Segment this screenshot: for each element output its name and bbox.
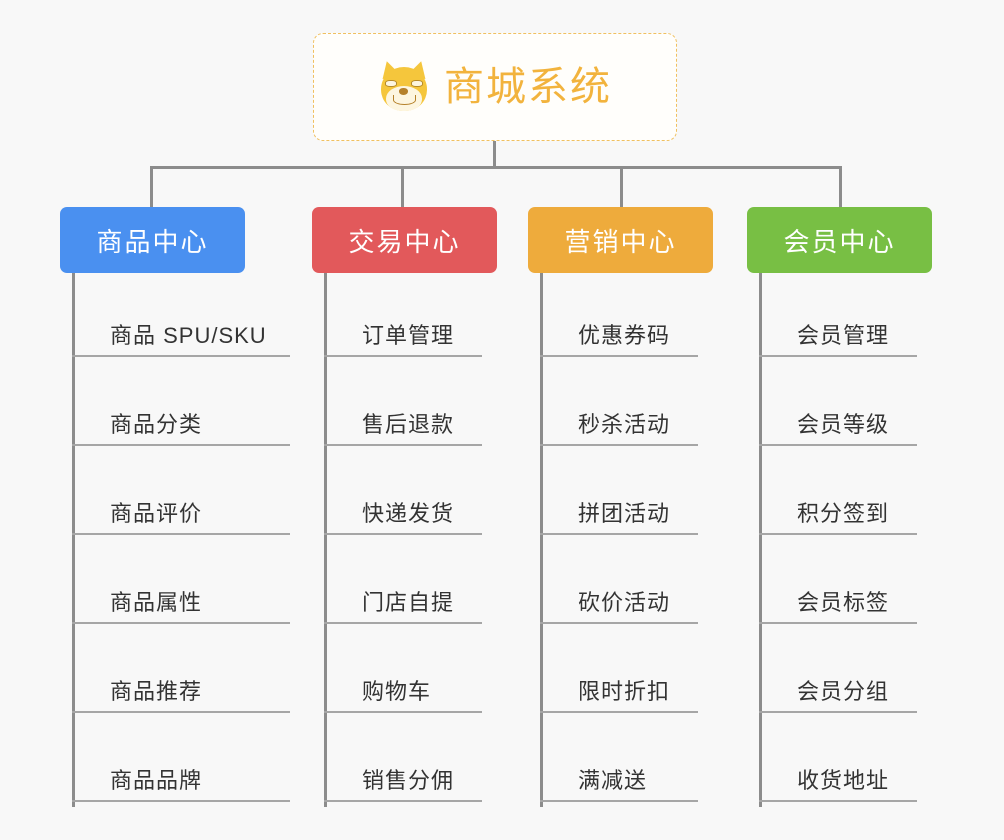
leaf-item-underline xyxy=(324,800,482,802)
leaf-item[interactable]: 快递发货 xyxy=(324,451,584,540)
leaf-list-product-center: 商品 SPU/SKU 商品分类商品评价商品属性商品推荐商品品牌 xyxy=(72,273,332,807)
leaf-list-marketing-center: 优惠券码秒杀活动拼团活动砍价活动限时折扣满减送 xyxy=(540,273,800,807)
leaf-item-label: 会员分组 xyxy=(797,679,890,704)
leaf-item-underline xyxy=(324,533,482,535)
connector-horizontal-bar xyxy=(150,166,842,169)
leaf-item-underline xyxy=(72,533,290,535)
connector-drop-2 xyxy=(401,166,404,208)
leaf-item[interactable]: 会员管理 xyxy=(759,273,1004,362)
leaf-item-underline xyxy=(759,800,917,802)
leaf-item-underline xyxy=(72,711,290,713)
connector-rail-1 xyxy=(72,273,75,807)
leaf-item-underline xyxy=(759,355,917,357)
category-header-trade-center[interactable]: 交易中心 xyxy=(312,207,497,273)
category-header-marketing-center[interactable]: 营销中心 xyxy=(528,207,713,273)
leaf-item[interactable]: 积分签到 xyxy=(759,451,1004,540)
leaf-item[interactable]: 商品品牌 xyxy=(72,718,332,807)
root-title: 商城系统 xyxy=(444,65,612,109)
leaf-item[interactable]: 商品评价 xyxy=(72,451,332,540)
leaf-item-label: 优惠券码 xyxy=(578,323,671,348)
leaf-item-underline xyxy=(540,622,698,624)
shiba-dog-icon xyxy=(378,58,430,113)
leaf-item-underline xyxy=(72,622,290,624)
leaf-item[interactable]: 会员分组 xyxy=(759,629,1004,718)
leaf-item[interactable]: 会员等级 xyxy=(759,362,1004,451)
leaf-item[interactable]: 砍价活动 xyxy=(540,540,800,629)
leaf-item-label: 快递发货 xyxy=(362,501,455,526)
leaf-item-label: 门店自提 xyxy=(362,590,455,615)
leaf-item-underline xyxy=(72,800,290,802)
leaf-item-underline xyxy=(324,355,482,357)
leaf-item[interactable]: 秒杀活动 xyxy=(540,362,800,451)
leaf-item[interactable]: 拼团活动 xyxy=(540,451,800,540)
leaf-item-label: 收货地址 xyxy=(797,768,890,793)
leaf-item[interactable]: 会员标签 xyxy=(759,540,1004,629)
leaf-item[interactable]: 购物车 xyxy=(324,629,584,718)
leaf-item[interactable]: 商品推荐 xyxy=(72,629,332,718)
leaf-item-underline xyxy=(759,711,917,713)
leaf-item-label: 售后退款 xyxy=(362,412,455,437)
leaf-item[interactable]: 限时折扣 xyxy=(540,629,800,718)
branch-column-trade-center: 交易中心 订单管理售后退款快递发货门店自提购物车销售分佣 xyxy=(312,207,497,807)
leaf-list-trade-center: 订单管理售后退款快递发货门店自提购物车销售分佣 xyxy=(324,273,584,807)
connector-drop-1 xyxy=(150,166,153,208)
category-header-member-center[interactable]: 会员中心 xyxy=(747,207,932,273)
leaf-item-label: 会员标签 xyxy=(797,590,890,615)
leaf-item-label: 会员等级 xyxy=(797,412,890,437)
leaf-item-underline xyxy=(540,800,698,802)
connector-drop-3 xyxy=(620,166,623,208)
leaf-item-label: 商品评价 xyxy=(110,501,203,526)
leaf-item-underline xyxy=(540,444,698,446)
leaf-item[interactable]: 商品属性 xyxy=(72,540,332,629)
leaf-item-underline xyxy=(324,622,482,624)
connector-rail-3 xyxy=(540,273,543,807)
leaf-item[interactable]: 满减送 xyxy=(540,718,800,807)
leaf-item[interactable]: 销售分佣 xyxy=(324,718,584,807)
branch-column-marketing-center: 营销中心 优惠券码秒杀活动拼团活动砍价活动限时折扣满减送 xyxy=(528,207,713,807)
leaf-item[interactable]: 优惠券码 xyxy=(540,273,800,362)
leaf-list-member-center: 会员管理会员等级积分签到会员标签会员分组收货地址 xyxy=(759,273,1004,807)
leaf-item-underline xyxy=(759,622,917,624)
leaf-item-underline xyxy=(759,444,917,446)
leaf-item-underline xyxy=(540,355,698,357)
leaf-item-underline xyxy=(540,711,698,713)
leaf-item[interactable]: 商品分类 xyxy=(72,362,332,451)
leaf-item-label: 商品品牌 xyxy=(110,768,203,793)
root-node-shop-system[interactable]: 商城系统 xyxy=(313,33,677,141)
leaf-item-underline xyxy=(72,444,290,446)
leaf-item-label: 销售分佣 xyxy=(362,768,455,793)
leaf-item[interactable]: 售后退款 xyxy=(324,362,584,451)
leaf-item[interactable]: 门店自提 xyxy=(324,540,584,629)
branch-column-member-center: 会员中心 会员管理会员等级积分签到会员标签会员分组收货地址 xyxy=(747,207,932,807)
leaf-item-label: 拼团活动 xyxy=(578,501,671,526)
leaf-item[interactable]: 商品 SPU/SKU xyxy=(72,273,332,362)
leaf-item-label: 会员管理 xyxy=(797,323,890,348)
leaf-item-underline xyxy=(540,533,698,535)
connector-drop-4 xyxy=(839,166,842,208)
leaf-item-label: 限时折扣 xyxy=(578,679,671,704)
leaf-item[interactable]: 收货地址 xyxy=(759,718,1004,807)
connector-rail-2 xyxy=(324,273,327,807)
leaf-item-label: 砍价活动 xyxy=(578,590,671,615)
leaf-item-label: 商品推荐 xyxy=(110,679,203,704)
leaf-item-label: 满减送 xyxy=(578,768,648,793)
category-header-product-center[interactable]: 商品中心 xyxy=(60,207,245,273)
leaf-item-label: 商品属性 xyxy=(110,590,203,615)
leaf-item[interactable]: 订单管理 xyxy=(324,273,584,362)
connector-rail-4 xyxy=(759,273,762,807)
leaf-item-underline xyxy=(759,533,917,535)
leaf-item-label: 购物车 xyxy=(362,679,432,704)
leaf-item-underline xyxy=(324,444,482,446)
leaf-item-underline xyxy=(324,711,482,713)
leaf-item-label: 积分签到 xyxy=(797,501,890,526)
leaf-item-label: 秒杀活动 xyxy=(578,412,671,437)
leaf-item-label: 商品分类 xyxy=(110,412,203,437)
leaf-item-label: 商品 SPU/SKU xyxy=(110,323,267,348)
leaf-item-label: 订单管理 xyxy=(362,323,455,348)
leaf-item-underline xyxy=(72,355,290,357)
connector-root-stem xyxy=(493,141,496,168)
branch-column-product-center: 商品中心 商品 SPU/SKU 商品分类商品评价商品属性商品推荐商品品牌 xyxy=(60,207,290,807)
